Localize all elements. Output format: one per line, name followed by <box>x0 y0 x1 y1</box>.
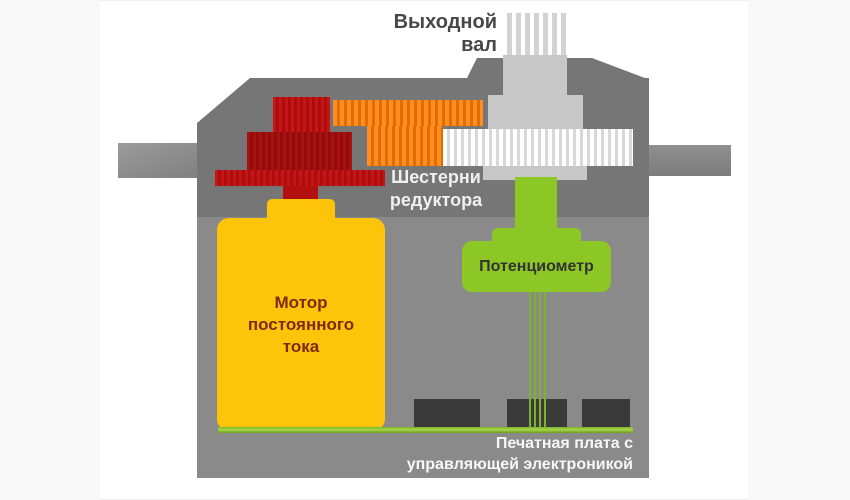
red-gear-tier-1 <box>273 97 330 132</box>
reducer-gears-label: Шестерни редуктора <box>376 166 496 212</box>
pcb-label-line1: Печатная плата с <box>495 435 633 452</box>
red-gear-tier-2 <box>247 132 352 170</box>
output-shaft-hub <box>488 95 583 129</box>
mounting-flange-left <box>118 143 197 178</box>
gears-label-line1: Шестерни <box>391 167 481 187</box>
output-shaft-label: Выходной вал <box>380 11 497 57</box>
gears-label-line2: редуктора <box>389 190 483 210</box>
gear-pedestal <box>483 166 587 180</box>
output-shaft-label-line1: Выходной <box>393 11 497 33</box>
potentiometer-shaft <box>515 177 557 233</box>
potentiometer-label: Потенциометр <box>479 257 594 275</box>
dc-motor-body <box>217 218 385 431</box>
orange-gear-band <box>333 100 483 126</box>
pcb-label-line2: управляющей электроникой <box>406 456 633 473</box>
pcb-chip-3 <box>582 399 630 428</box>
output-shaft-column <box>503 55 567 96</box>
output-shaft-label-line2: вал <box>461 34 497 56</box>
output-shaft-spline <box>503 13 567 57</box>
potentiometer-body: Потенциометр <box>462 241 611 292</box>
page-margin-right <box>748 0 850 500</box>
pcb-board <box>218 427 633 433</box>
motor-label-line1: Мотор <box>274 293 328 312</box>
output-gear <box>443 129 633 166</box>
pcb-chip-1 <box>414 399 480 428</box>
page-margin-left <box>0 0 100 500</box>
dc-motor-label: Мотор постоянного тока <box>217 292 385 358</box>
red-gear-shaft <box>283 186 318 202</box>
pcb-label: Печатная плата с управляющей электронико… <box>373 433 633 475</box>
red-gear-tier-3 <box>215 170 385 186</box>
potentiometer-wires <box>529 292 546 432</box>
mounting-flange-right <box>649 145 731 176</box>
orange-gear-column <box>367 126 443 166</box>
motor-label-line2: постоянного <box>247 315 355 334</box>
motor-top-tab <box>267 199 335 221</box>
motor-label-line3: тока <box>282 337 320 356</box>
